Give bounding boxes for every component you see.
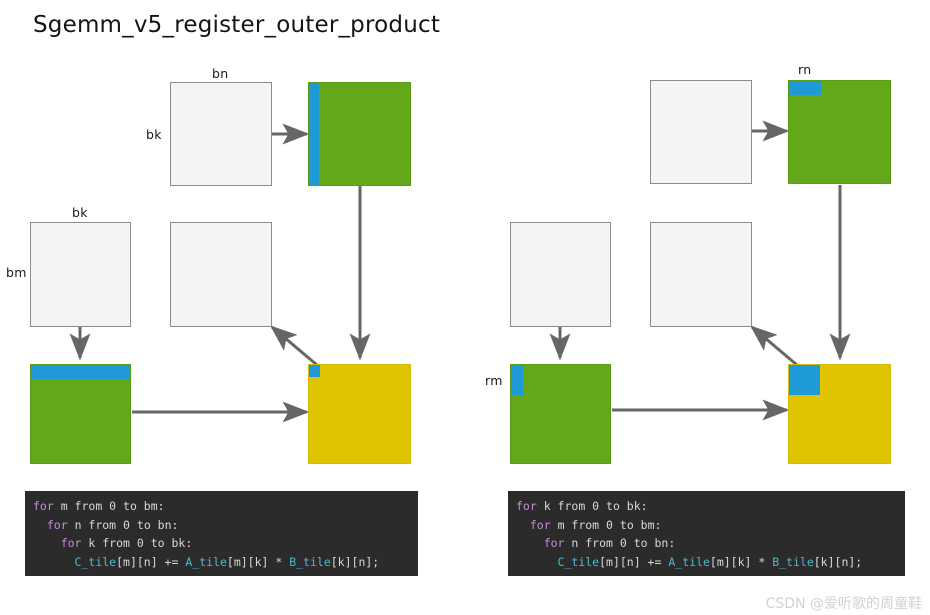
code-line: for m from 0 to bm: xyxy=(33,499,165,513)
arrow-yellow-to-grayc-right xyxy=(750,325,798,367)
strip-c-register-right xyxy=(789,365,820,395)
arrow-yellow-to-grayc-left xyxy=(270,325,318,367)
tile-b-gray-right xyxy=(650,80,752,184)
strip-b-register-right xyxy=(789,81,821,95)
tile-a-gray-left xyxy=(30,222,131,327)
code-line: for k from 0 to bk: xyxy=(60,536,193,550)
tile-c-yellow-left xyxy=(308,364,411,464)
label-bk-left-a: bk xyxy=(72,205,88,220)
tile-c-gray-left xyxy=(170,222,272,327)
code-block-right: for k from 0 to bk: for m from 0 to bm: … xyxy=(508,491,905,576)
label-bk-left-b: bk xyxy=(146,127,162,142)
strip-c-register-left xyxy=(309,365,320,377)
strip-a-register-right xyxy=(511,365,523,395)
code-line: C_tile[m][n] += A_tile[m][k] * B_tile[k]… xyxy=(557,554,863,569)
code-line: for k from 0 to bk: xyxy=(516,499,648,513)
label-bm-left: bm xyxy=(6,265,27,280)
code-line: for m from 0 to bm: xyxy=(529,517,662,532)
tile-b-green-right xyxy=(788,80,891,184)
label-rn: rn xyxy=(798,62,812,77)
tile-b-green-left xyxy=(308,82,411,186)
tile-a-gray-right xyxy=(510,222,611,327)
tile-c-gray-right xyxy=(650,222,752,327)
label-rm: rm xyxy=(485,373,503,388)
watermark: CSDN @爱听歌的周童鞋 xyxy=(765,596,922,612)
label-bn-left: bn xyxy=(212,66,229,81)
code-line: C_tile[m][n] += A_tile[m][k] * B_tile[k]… xyxy=(74,554,380,569)
code-line: for n from 0 to bn: xyxy=(46,517,179,532)
tile-c-yellow-right xyxy=(788,364,891,464)
tile-a-green-right xyxy=(510,364,611,464)
strip-a-register-left xyxy=(31,365,130,379)
strip-b-register-left xyxy=(309,83,319,185)
code-line: for n from 0 to bn: xyxy=(543,536,676,550)
tile-b-gray-left xyxy=(170,82,272,186)
page-title: Sgemm_v5_register_outer_product xyxy=(33,12,441,38)
tile-a-green-left xyxy=(30,364,131,464)
code-block-left: for m from 0 to bm: for n from 0 to bn: … xyxy=(25,491,418,576)
